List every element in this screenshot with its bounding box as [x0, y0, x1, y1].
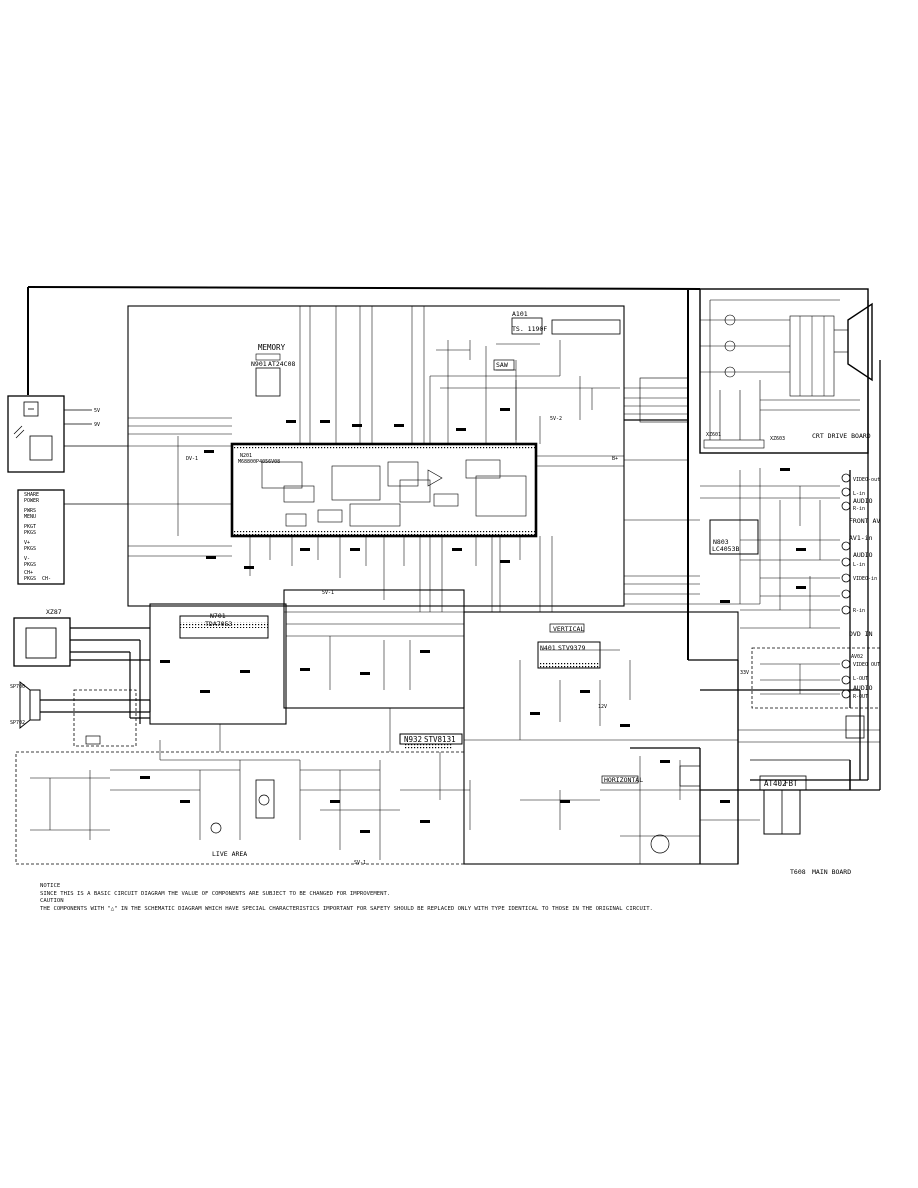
supply-label-2: 12V [598, 704, 607, 710]
memory-part: AT24C08 [268, 360, 295, 368]
key-label-9: PKGS [24, 562, 36, 568]
av-label-8: VIDEO-in [853, 576, 877, 582]
supply-label-4: 5V-1 [322, 590, 334, 596]
supply-labels: 5V 9V 12V 33V 5V-1 5V-2 B+ DV-1 SV-1 [94, 408, 749, 866]
caution-text: THE COMPONENTS WITH "△" IN THE SCHEMATIC… [40, 905, 653, 912]
svg-text:N201: N201 [240, 453, 252, 459]
svg-text:M68800P4056V08: M68800P4056V08 [238, 459, 280, 465]
av-label-10: DVD IN [849, 630, 873, 638]
av-label-2: AUDIO [853, 497, 873, 505]
av2-item-1: L-OUT [853, 676, 868, 682]
notice-heading: NOTICE [40, 883, 61, 889]
av2-item-2: AUDIO [853, 684, 873, 692]
av2-item-0: VIDEO OUT [853, 662, 880, 668]
audio-amp-part: TDA7053 [205, 620, 232, 628]
av-label-4: FRONT AV [849, 517, 880, 525]
fbt-ref: AT402 [764, 779, 787, 788]
supply-label-7: DV-1 [186, 456, 198, 462]
av-switch-part: LC4053B [712, 545, 739, 553]
vertical-part: STV9379 [558, 644, 585, 652]
bus-lines [624, 300, 881, 864]
crt-board [639, 299, 873, 449]
mcu-chip: N201 M68800P4056V08 [230, 442, 538, 538]
key-label-3: MENU [24, 514, 36, 520]
vertical-ref: N401 [540, 644, 556, 652]
memory-ref: N901 [251, 360, 267, 368]
key-label-5: PKGS [24, 530, 36, 536]
block-labels: MEMORY N901 AT24C08 A101 TS. 1190F SAW N… [205, 310, 871, 876]
small-parts [140, 408, 806, 833]
av-label-7: L-in [853, 562, 865, 568]
av2-title: AV02 [851, 654, 863, 660]
supply-label-5: 5V-2 [550, 416, 562, 422]
key-label-6: V+ [24, 540, 30, 546]
earphone-label: XZ87 [46, 608, 62, 616]
notes-block: NOTICE SINCE THIS IS A BASIC CIRCUIT DIA… [40, 883, 900, 913]
saw-label: SAW [496, 361, 508, 369]
audio-amp-ref: N701 [210, 612, 226, 620]
av-label-1: L-in [853, 491, 865, 497]
key-label-0: SHARE [24, 492, 39, 498]
component-outlines [85, 317, 807, 854]
main-board-label: MAIN BOARD [812, 868, 851, 876]
key-label-10: CH+ [24, 570, 33, 576]
crt-board-title: CRT DRIVE BOARD [812, 432, 871, 440]
vertical-title: VERTICAL [553, 625, 584, 633]
key-label-1: POWER [24, 498, 40, 504]
av-switch-ref: N803 [713, 538, 729, 546]
live-area-label: LIVE AREA [212, 850, 247, 858]
key-label-11: PKGS [24, 576, 36, 582]
supply-label-1: 9V [94, 422, 100, 428]
supply-label-3: 33V [740, 670, 749, 676]
speaker-label-2: SP702 [10, 720, 25, 726]
main-socket-label: XZ601 [706, 432, 721, 438]
keyboard-labels: SHARE POWER PWRS MENU PKGT PKGS V+ PKGS … [24, 492, 51, 582]
av-label-3: R-in [853, 506, 865, 512]
tuner-part: TS. 1190F [512, 325, 547, 333]
crt-socket-label: XZ603 [770, 436, 785, 442]
av-label-0: VIDEO-out [853, 477, 880, 483]
key-label-4: PKGT [24, 524, 36, 530]
key-label-7: PKGS [24, 546, 36, 552]
speaker-label-1: SP700 [10, 684, 25, 690]
connector-labels: XZ87 SP700 SP702 XZ603 XZ601 VIDEO-out L… [10, 432, 880, 726]
av-label-6: AUDIO [853, 551, 873, 559]
main-board-ref: T608 [790, 868, 806, 876]
supply-label-0: 5V [94, 408, 100, 414]
memory-title: MEMORY [258, 343, 286, 352]
key-label-2: PWRS [24, 508, 36, 514]
key-label-8: V- [24, 556, 30, 562]
left-blocks [7, 395, 151, 730]
av2-item-3: R-OUT [853, 694, 868, 700]
av-label-5: AV1-in [849, 534, 873, 542]
supply-label-6: B+ [612, 456, 618, 462]
regulator-part: STV8131 [424, 735, 456, 744]
notice-text: SINCE THIS IS A BASIC CIRCUIT DIAGRAM TH… [40, 890, 391, 897]
fbt-part: FBT [784, 779, 798, 788]
supply-label-8: SV-1 [354, 860, 366, 866]
av-label-9: R-in [853, 608, 865, 614]
tuner-ref: A101 [512, 310, 528, 318]
av-jacks [841, 473, 865, 739]
regulator-ref: N932 [404, 735, 422, 744]
key-label-12: CH- [42, 576, 51, 582]
caution-heading: CAUTION [40, 898, 64, 905]
horizontal-title: HORIZONTAL [604, 776, 643, 784]
